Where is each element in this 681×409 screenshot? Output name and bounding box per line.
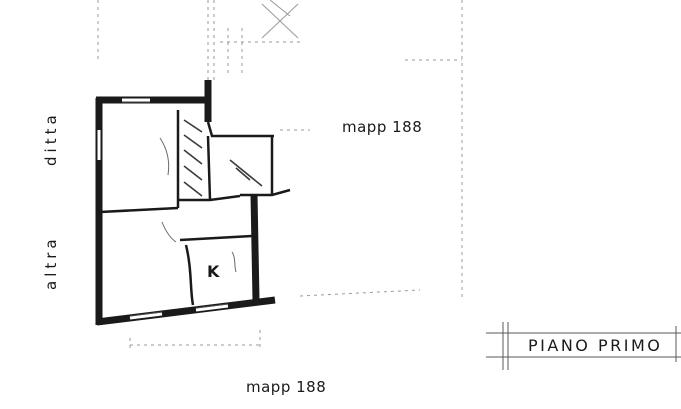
room-label-k: K: [207, 262, 220, 281]
background-grid-lines: [97, 0, 463, 350]
stair-hatch: [183, 119, 263, 197]
window-glazing-lines: [122, 101, 229, 317]
stair-cross-marks: [261, 0, 299, 39]
internal-walls: [99, 110, 291, 306]
label-altra: altra: [42, 235, 60, 290]
door-swings: [159, 137, 237, 273]
floor-title: PIANO PRIMO: [528, 336, 663, 355]
window-marks: [97, 98, 229, 320]
thick-walls: [95, 80, 276, 326]
label-mapp-bottom: mapp 188: [246, 378, 327, 396]
label-ditta: ditta: [42, 111, 60, 166]
label-mapp-right: mapp 188: [342, 118, 423, 136]
legend-frame: [486, 322, 681, 370]
